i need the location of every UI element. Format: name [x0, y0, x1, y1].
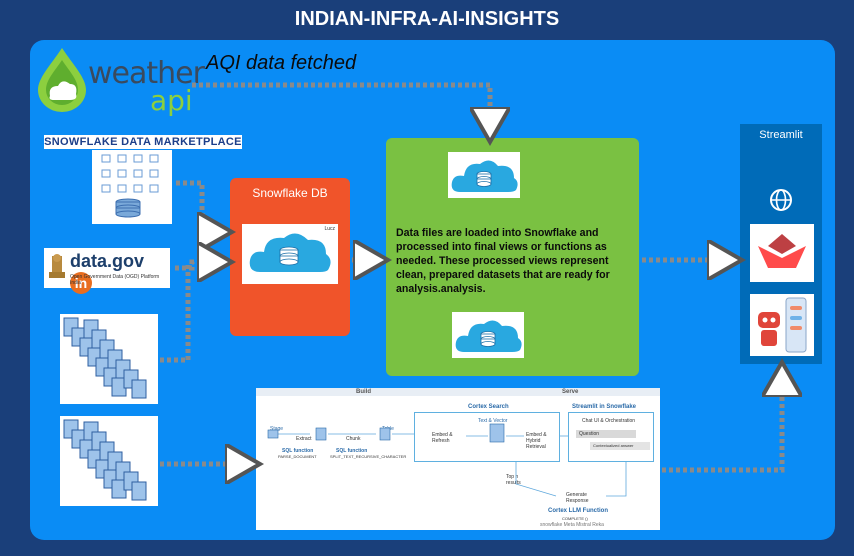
sql-function-1-name: PARSE_DOCUMENT — [278, 454, 317, 459]
extract-label: Extract — [296, 436, 312, 442]
serve-label: Serve — [562, 389, 579, 395]
stage-label: Stage — [270, 426, 284, 432]
arrow-marketplace-to-db — [176, 180, 222, 232]
top-n-label: Top n results — [506, 474, 521, 486]
question-text: Question — [579, 431, 600, 437]
datagov-logo: data.gov in Open Government Data (OGD) P… — [44, 248, 170, 294]
chatbot-robot-icon — [758, 297, 807, 353]
sql-function-2-name: SPLIT_TEXT_RECURSIVE_CHARACTER — [330, 454, 407, 459]
streamlit-logo-card — [750, 224, 814, 282]
cloud-database-icon — [452, 312, 524, 358]
datagov-suffix: in — [70, 272, 92, 294]
weather-word: weather — [88, 56, 205, 91]
snowflake-db-tag: Lucz — [324, 226, 335, 232]
arrow-datagov-to-db — [175, 262, 222, 268]
flow-arrows — [160, 82, 835, 540]
snowflake-db-box: Snowflake DB Lucz — [230, 178, 350, 336]
streamlit-title: Streamlit — [759, 129, 803, 141]
processing-description: Data files are loaded into Snowflake and… — [396, 227, 610, 295]
arrow-files-to-db — [160, 262, 191, 363]
arrow-weather-to-processing — [192, 82, 490, 132]
embed-refresh-label: Embed & Refresh — [432, 432, 453, 444]
sql-function-1: SQL function — [282, 448, 314, 454]
datagov-word: data.gov in — [70, 251, 170, 294]
rag-flow-lines — [267, 423, 627, 497]
marketplace-card — [92, 150, 172, 224]
build-label: Build — [356, 389, 371, 395]
api-word: api — [150, 84, 193, 117]
marketplace-grid-icon — [101, 154, 159, 218]
weather-api-logo: weather api — [32, 44, 205, 124]
cortex-llm-label: Cortex LLM Function — [548, 508, 608, 514]
streamlit-in-snowflake-box — [568, 412, 654, 462]
documents-icon — [63, 317, 147, 399]
file-stack-2 — [60, 416, 158, 506]
models-label: snowflake Meta Mistral Reka — [540, 522, 604, 528]
cortex-search-box — [414, 412, 560, 462]
page-title: INDIAN-INFRA-AI-INSIGHTS — [294, 8, 560, 30]
generate-label: Generate Response — [566, 492, 589, 504]
answer-text: Contextualized answer — [593, 443, 634, 448]
streamlit-logo-icon — [758, 234, 806, 268]
globe-icon — [770, 189, 792, 211]
hybrid-retrieval-label: Embed & Hybrid Retrieval — [526, 432, 547, 450]
snowflake-db-title: Snowflake DB — [252, 186, 328, 200]
build-serve-header — [256, 388, 660, 396]
chunk-label: Chunk — [346, 436, 361, 442]
weather-drop-icon — [38, 48, 86, 112]
arrow-rag-to-streamlit — [662, 372, 782, 473]
sql-function-2: SQL function — [336, 448, 368, 454]
snowflake-db-card: Lucz — [242, 224, 338, 284]
chatbot-card — [750, 294, 814, 356]
cloud-database-icon — [448, 152, 520, 198]
file-stack-1 — [60, 314, 158, 404]
complete-label: COMPLETE () — [562, 516, 588, 521]
text-vector-label: Text & Vector — [478, 418, 508, 424]
documents-icon — [63, 419, 147, 501]
datagov-tagline: Open Government Data (OGD) Platform Indi… — [70, 274, 160, 286]
streamlit-in-snowflake-label: Streamlit in Snowflake — [572, 404, 637, 410]
chat-ui-label: Chat UI & Orchestration — [582, 418, 636, 424]
emblem-icon — [49, 254, 65, 278]
streamlit-panel: Streamlit — [740, 124, 822, 364]
answer-bubble: Contextualized answer — [590, 442, 650, 450]
question-bubble: Question — [576, 430, 636, 438]
marketplace-label: SNOWFLAKE DATA MARKETPLACE — [44, 135, 242, 149]
rag-architecture-diagram: Build Serve Stage Extract Chunk Table SQ… — [256, 388, 660, 530]
diagram-canvas: weather api AQI data fetched SNOWFLAKE D… — [30, 40, 835, 540]
cloud-database-icon — [249, 233, 331, 272]
processing-box: Data files are loaded into Snowflake and… — [386, 138, 639, 376]
cortex-search-label: Cortex Search — [468, 404, 509, 410]
datagov-name: data.gov — [70, 251, 145, 271]
aqi-label: AQI data fetched — [206, 52, 357, 74]
